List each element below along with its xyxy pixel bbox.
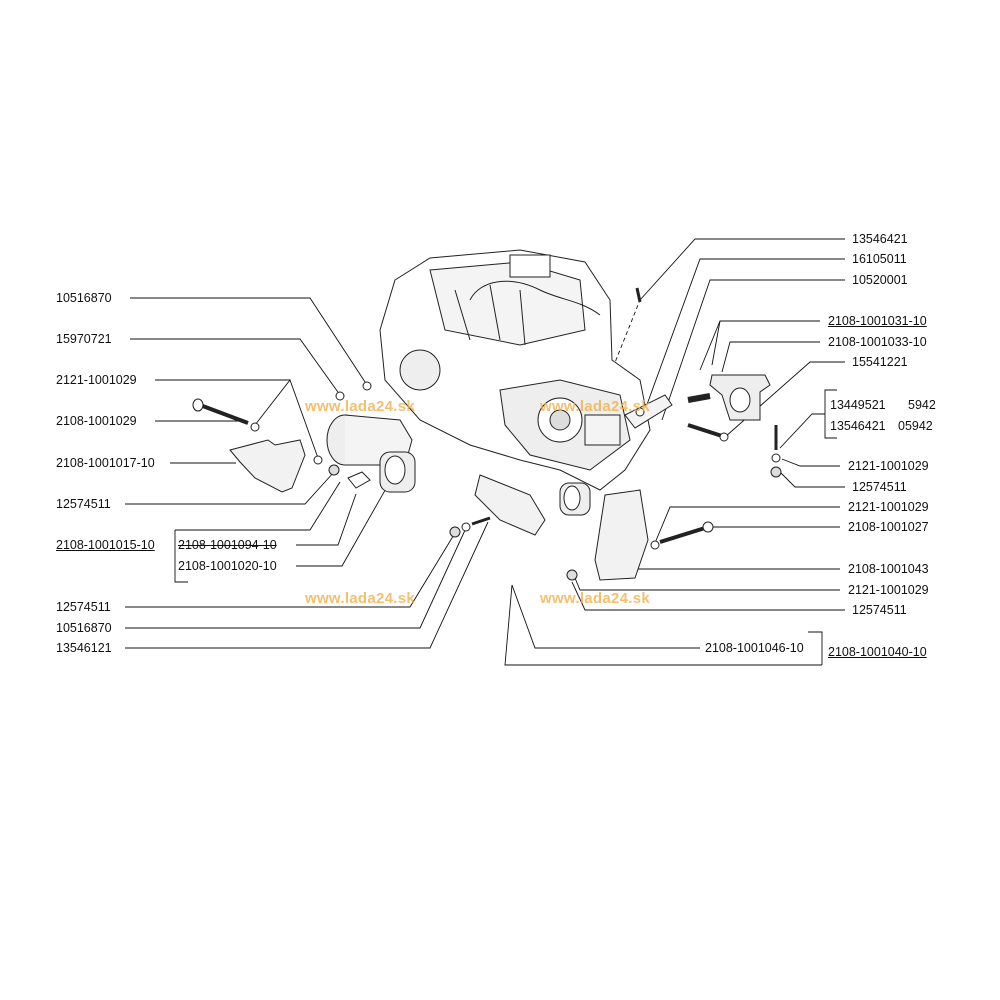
part-label[interactable]: 12574511 [56,600,111,614]
assembly-label[interactable]: 2108-1001040-10 [828,645,927,659]
part-label-suffix: 05942 [898,419,933,433]
part-label[interactable]: 16105011 [852,252,907,266]
part-label[interactable]: 2108-1001017-10 [56,456,155,470]
part-label-suffix: 5942 [908,398,936,412]
part-label[interactable]: 2108-1001033-10 [828,335,927,349]
watermark: www.lada24.sk [540,590,651,607]
part-label[interactable]: 2121-1001029 [848,500,929,514]
part-label[interactable]: 13546121 [56,641,112,655]
part-label[interactable]: 2108-1001046-10 [705,641,804,655]
part-label[interactable]: 15541221 [852,355,908,369]
assembly-label[interactable]: 2108-1001031-10 [828,314,927,328]
part-label[interactable]: 13449521 [830,398,886,412]
part-label[interactable]: 12574511 [852,603,907,617]
part-label[interactable]: 2121-1001029 [848,459,929,473]
bolt-head [192,398,204,412]
part-label[interactable]: 2108-1001020-10 [178,559,277,573]
part-label[interactable]: 12574511 [56,497,111,511]
part-label[interactable]: 10516870 [56,291,112,305]
watermark: www.lada24.sk [305,398,416,415]
part-label[interactable]: 13546421 [852,232,908,246]
part-label[interactable]: 2108-1001094-10 [178,538,277,552]
washer [250,422,260,432]
watermark: www.lada24.sk [540,398,651,415]
part-label[interactable]: 10520001 [852,273,908,287]
part-label[interactable]: 2108-1001043 [848,562,929,576]
leader-lines [125,238,845,666]
part-label[interactable]: 10516870 [56,621,112,635]
part-label[interactable]: 2108-1001027 [848,520,929,534]
part-label[interactable]: 12574511 [852,480,907,494]
part-label[interactable]: 13546421 [830,419,886,433]
part-label[interactable]: 2108-1001029 [56,414,137,428]
mount-parts [192,287,782,581]
engine-illustration [379,249,651,491]
part-label[interactable]: 2121-1001029 [56,373,137,387]
assembly-label[interactable]: 2108-1001015-10 [56,538,155,552]
watermark: www.lada24.sk [305,590,416,607]
part-label[interactable]: 15970721 [56,332,112,346]
part-label[interactable]: 2121-1001029 [848,583,929,597]
